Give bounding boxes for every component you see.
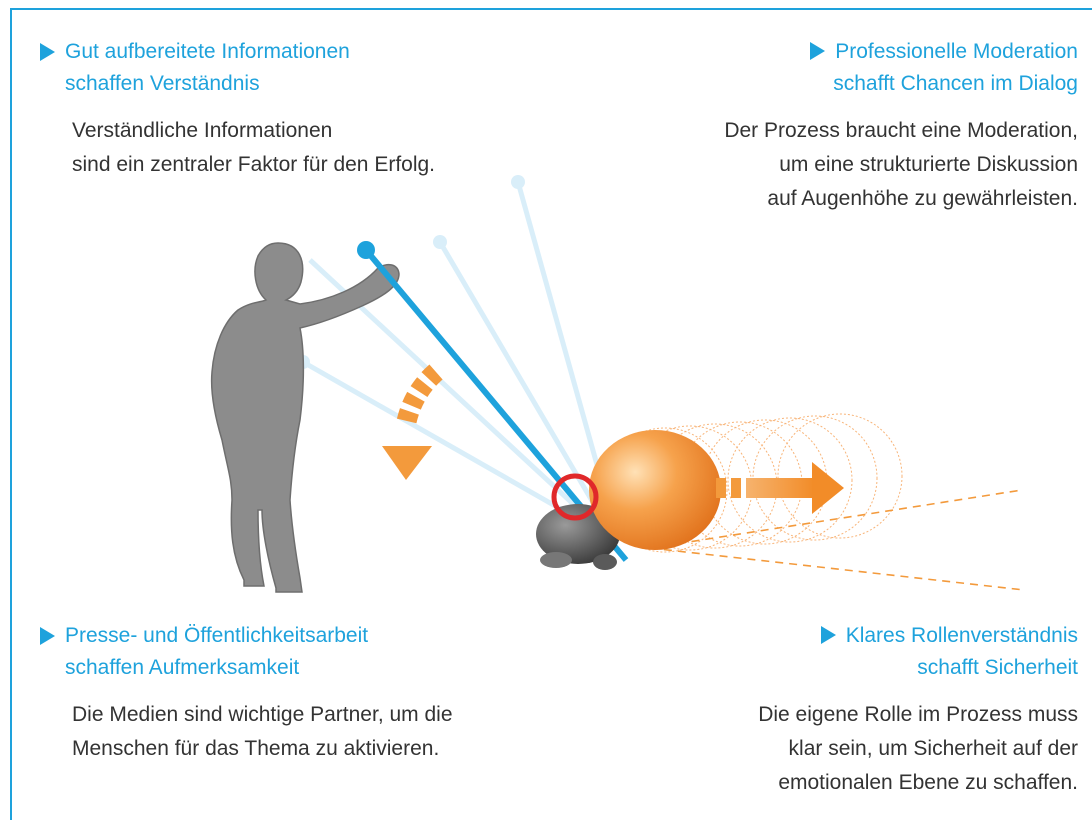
block-bottom-left: Presse- und Öffentlichkeitsarbeit schaff… <box>40 620 560 766</box>
person-silhouette <box>210 242 400 593</box>
block-body: Die Medien sind wichtige Partner, um die… <box>72 703 453 760</box>
right-arrow <box>716 462 844 514</box>
contact-ring <box>551 473 599 521</box>
block-body: Verständliche Informationen sind ein zen… <box>72 119 436 176</box>
block-body: Die eigene Rolle im Prozess muss klar se… <box>758 703 1078 794</box>
block-heading: Klares Rollenverständnis schafft Sicherh… <box>598 620 1078 684</box>
play-triangle-icon <box>40 43 55 61</box>
orange-ball <box>589 430 721 550</box>
trajectory-lines <box>649 489 1025 591</box>
block-heading: Presse- und Öffentlichkeitsarbeit schaff… <box>65 624 369 679</box>
block-heading: Gut aufbereitete Informationen schaffen … <box>65 40 350 95</box>
block-top-right: Professionelle Moderation schafft Chance… <box>598 36 1078 216</box>
down-curved-arrow <box>382 364 443 480</box>
block-bottom-right: Klares Rollenverständnis schafft Sicherh… <box>598 620 1078 800</box>
content-frame <box>10 8 1092 820</box>
block-body: Der Prozess braucht eine Moderation, um … <box>724 119 1078 210</box>
play-triangle-icon <box>820 626 836 644</box>
play-triangle-icon <box>810 42 826 60</box>
play-triangle-icon <box>40 627 55 645</box>
block-heading: Professionelle Moderation schafft Chance… <box>598 36 1078 100</box>
block-top-left: Gut aufbereitete Informationen schaffen … <box>40 36 520 182</box>
